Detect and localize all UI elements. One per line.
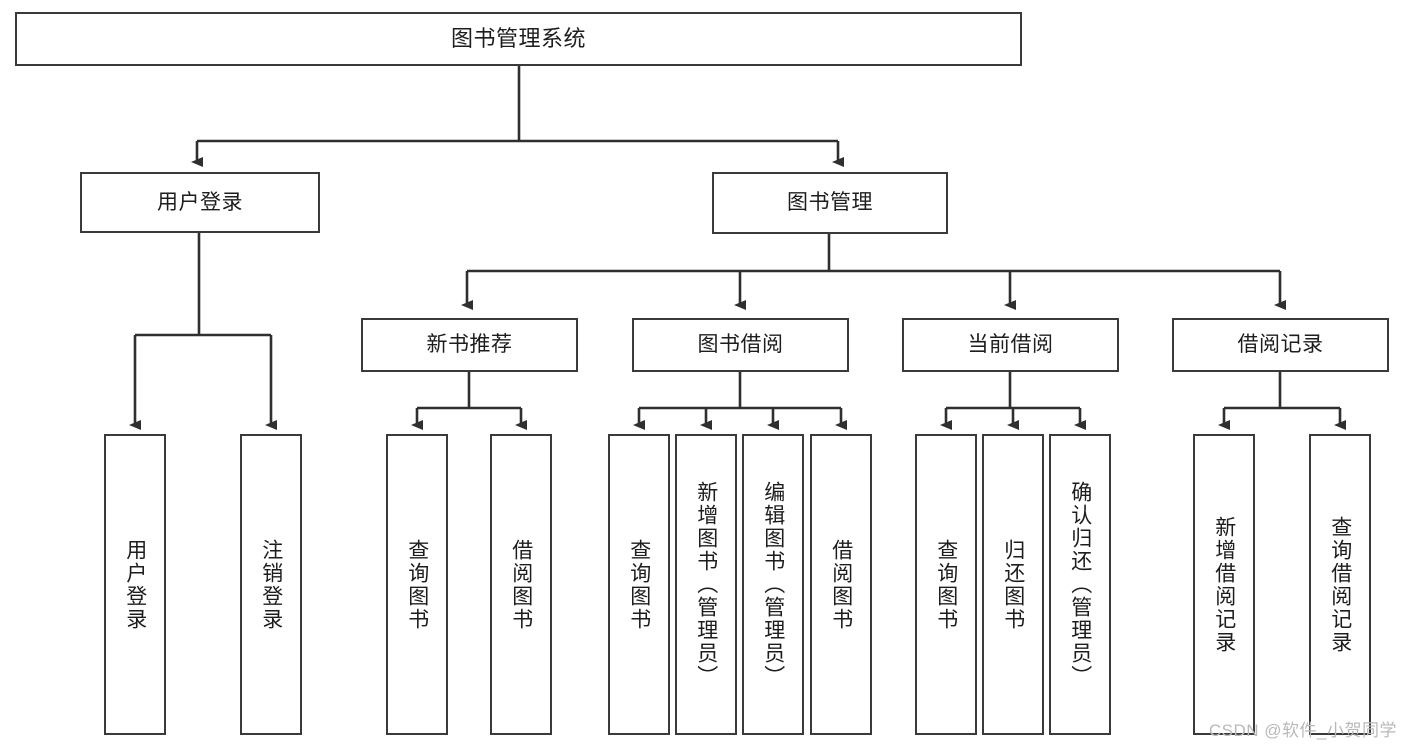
- leaf-query-book-3-label: 查询图书: [934, 538, 958, 631]
- leaf-edit-book[interactable]: 编辑图书（管理员）: [742, 434, 804, 735]
- node-book-borrow[interactable]: 图书借阅: [632, 318, 849, 372]
- leaf-add-book-label: 新增图书（管理员）: [694, 481, 718, 688]
- leaf-return-book-label: 归还图书: [1001, 538, 1025, 631]
- node-book-manage-label: 图书管理: [787, 191, 873, 215]
- leaf-logout-login-label: 注销登录: [259, 538, 283, 631]
- leaf-query-record-label: 查询借阅记录: [1328, 515, 1352, 654]
- leaf-return-book[interactable]: 归还图书: [982, 434, 1044, 735]
- leaf-borrow-book-1[interactable]: 借阅图书: [490, 434, 552, 735]
- node-root-system[interactable]: 图书管理系统: [15, 12, 1022, 66]
- leaf-confirm-return[interactable]: 确认归还（管理员）: [1049, 434, 1111, 735]
- leaf-add-record[interactable]: 新增借阅记录: [1193, 434, 1255, 735]
- node-user-login-label: 用户登录: [157, 190, 243, 214]
- node-book-manage[interactable]: 图书管理: [712, 172, 948, 234]
- node-user-login[interactable]: 用户登录: [80, 172, 320, 233]
- leaf-add-book[interactable]: 新增图书（管理员）: [675, 434, 737, 735]
- leaf-user-login[interactable]: 用户登录: [104, 434, 166, 735]
- leaf-query-book-3[interactable]: 查询图书: [915, 434, 977, 735]
- node-root-label: 图书管理系统: [450, 25, 586, 51]
- node-new-book-recommend[interactable]: 新书推荐: [361, 318, 578, 372]
- leaf-confirm-return-label: 确认归还（管理员）: [1068, 481, 1092, 688]
- node-current-borrow[interactable]: 当前借阅: [902, 318, 1119, 372]
- leaf-query-book-2-label: 查询图书: [627, 538, 651, 631]
- leaf-query-book-1[interactable]: 查询图书: [386, 434, 448, 735]
- leaf-query-book-1-label: 查询图书: [405, 538, 429, 631]
- watermark-text: CSDN @软件_小贺同学: [1208, 721, 1397, 740]
- leaf-borrow-book-2-label: 借阅图书: [829, 538, 853, 631]
- node-borrow-record-label: 借阅记录: [1237, 333, 1324, 357]
- leaf-query-record[interactable]: 查询借阅记录: [1309, 434, 1371, 735]
- node-borrow-record[interactable]: 借阅记录: [1172, 318, 1389, 372]
- leaf-add-record-label: 新增借阅记录: [1212, 515, 1236, 654]
- leaf-user-login-label: 用户登录: [123, 538, 147, 631]
- leaf-borrow-book-2[interactable]: 借阅图书: [810, 434, 872, 735]
- leaf-query-book-2[interactable]: 查询图书: [608, 434, 670, 735]
- leaf-logout-login[interactable]: 注销登录: [240, 434, 302, 735]
- leaf-borrow-book-1-label: 借阅图书: [509, 538, 533, 631]
- node-new-book-recommend-label: 新书推荐: [426, 333, 513, 357]
- node-current-borrow-label: 当前借阅: [967, 333, 1054, 357]
- node-book-borrow-label: 图书借阅: [697, 333, 784, 357]
- leaf-edit-book-label: 编辑图书（管理员）: [761, 481, 785, 688]
